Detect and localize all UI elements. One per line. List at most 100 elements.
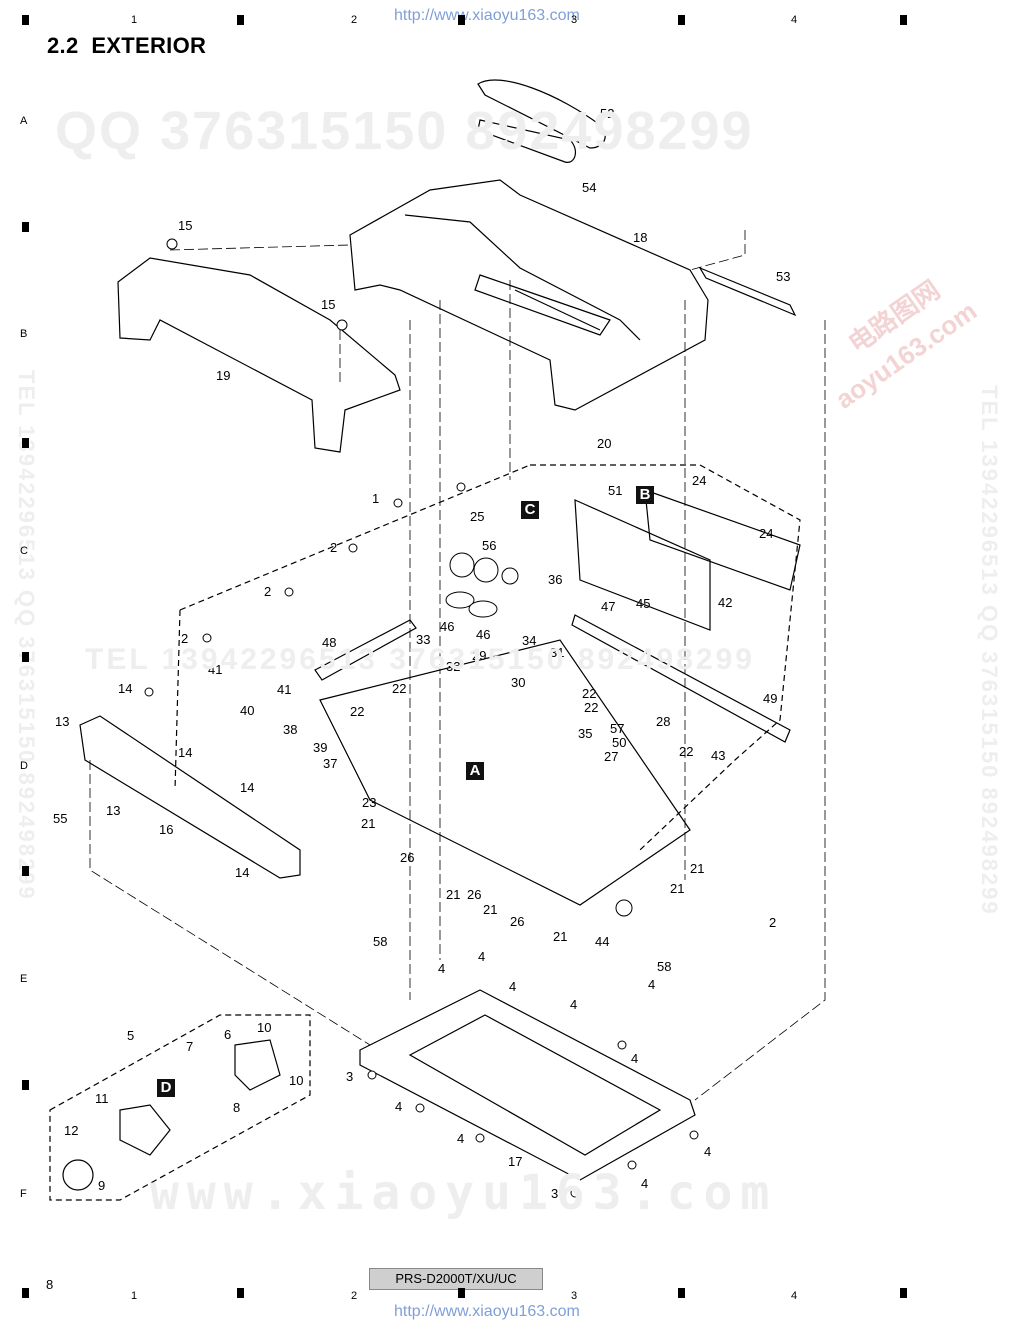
header-url: http://www.xiaoyu163.com [394, 7, 580, 24]
registration-mark [678, 1288, 685, 1298]
grid-row-label: A [20, 115, 28, 127]
registration-mark [22, 15, 29, 25]
registration-mark [458, 15, 465, 25]
part-label-21: 21 [690, 861, 704, 876]
part-52-shape [477, 79, 606, 149]
watermark-qq: QQ 376315150 892498299 [55, 101, 754, 161]
part-label-43: 43 [711, 748, 725, 763]
part-label-2: 2 [330, 540, 337, 555]
part-label-53: 53 [776, 269, 790, 284]
registration-mark [22, 652, 29, 662]
part-12-knob [62, 1159, 94, 1191]
part-20-outline [530, 464, 801, 851]
part-label-13: 13 [106, 803, 120, 818]
part-label-15: 15 [178, 218, 192, 233]
part-label-56: 56 [482, 538, 496, 553]
part-19-shape [117, 257, 401, 453]
grid-row-label: D [20, 760, 28, 772]
part-53-shape [698, 266, 797, 317]
part-label-23: 23 [362, 795, 376, 810]
watermark-tel: TEL 13942296513 376315150 892498299 [85, 643, 755, 676]
part-label-14: 14 [118, 681, 132, 696]
part-label-18: 18 [633, 230, 647, 245]
part-16-shape [79, 715, 301, 879]
part-label-37: 37 [323, 756, 337, 771]
part-label-57: 57 [610, 721, 624, 736]
part-label-17: 17 [508, 1154, 522, 1169]
part-label-14: 14 [240, 780, 254, 795]
grid-column-label: 1 [131, 1290, 138, 1302]
part-label-24: 24 [692, 473, 706, 488]
part-label-8: 8 [233, 1100, 240, 1115]
part-label-21: 21 [553, 929, 567, 944]
part-label-38: 38 [283, 722, 297, 737]
grid-column-label: 3 [571, 1290, 578, 1302]
part-label-55: 55 [53, 811, 67, 826]
registration-mark [22, 222, 29, 232]
part-label-36: 36 [548, 572, 562, 587]
part-label-28: 28 [656, 714, 670, 729]
part-label-27: 27 [604, 749, 618, 764]
registration-mark [678, 15, 685, 25]
part-11-shape [119, 1104, 171, 1156]
marker-b: B [636, 486, 654, 504]
registration-mark [22, 1080, 29, 1090]
part-label-29: 29 [472, 648, 486, 663]
section-title: 2.2 EXTERIOR [47, 33, 207, 58]
part-label-4: 4 [509, 979, 516, 994]
part-label-4: 4 [395, 1099, 402, 1114]
part-18-shape [349, 179, 709, 411]
part-label-54: 54 [582, 180, 596, 195]
part-label-22: 22 [679, 744, 693, 759]
watermark-www: www.xiaoyu163.com [150, 1165, 778, 1221]
marker-d: D [157, 1079, 175, 1097]
grid-row-label: F [20, 1188, 27, 1200]
part-17-shape [359, 989, 696, 1181]
part-5-outline [49, 1014, 311, 1201]
part-label-48: 48 [322, 635, 336, 650]
footer-url: http://www.xiaoyu163.com [394, 1303, 580, 1320]
part-label-22: 22 [584, 700, 598, 715]
part-label-58: 58 [373, 934, 387, 949]
part-label-42: 42 [718, 595, 732, 610]
part-label-26: 26 [400, 850, 414, 865]
watermark-side-right: TEL 13942296513 QQ 376315150 892498299 [977, 385, 1002, 916]
registration-mark [22, 866, 29, 876]
part-label-49: 49 [763, 691, 777, 706]
part-label-14: 14 [178, 745, 192, 760]
part-label-10: 10 [289, 1073, 303, 1088]
part-label-7: 7 [186, 1039, 193, 1054]
part-label-4: 4 [438, 961, 445, 976]
part-label-12: 12 [64, 1123, 78, 1138]
registration-mark [22, 1288, 29, 1298]
part-label-2: 2 [264, 584, 271, 599]
part-49-shape [571, 614, 791, 743]
part-label-14: 14 [235, 865, 249, 880]
part-label-30: 30 [511, 675, 525, 690]
part-label-21: 21 [483, 902, 497, 917]
part-label-25: 25 [470, 509, 484, 524]
part-label-19: 19 [216, 368, 230, 383]
part-label-39: 39 [313, 740, 327, 755]
registration-mark [237, 1288, 244, 1298]
part-label-4: 4 [641, 1176, 648, 1191]
part-label-10: 10 [257, 1020, 271, 1035]
part-label-21: 21 [446, 887, 460, 902]
part-label-34: 34 [522, 633, 536, 648]
registration-mark [22, 438, 29, 448]
registration-mark [237, 15, 244, 25]
part-label-16: 16 [159, 822, 173, 837]
part-label-4: 4 [570, 997, 577, 1012]
part-label-21: 21 [670, 881, 684, 896]
grid-row-label: B [20, 328, 28, 340]
part-label-32: 32 [446, 659, 460, 674]
grid-column-label: 1 [131, 14, 138, 26]
part-label-58: 58 [657, 959, 671, 974]
part-label-41: 41 [208, 662, 222, 677]
part-label-21: 21 [361, 816, 375, 831]
part-label-22: 22 [350, 704, 364, 719]
watermark-side-left: TEL 13942296513 QQ 376315150 892498299 [14, 370, 39, 901]
part-label-46: 46 [476, 627, 490, 642]
